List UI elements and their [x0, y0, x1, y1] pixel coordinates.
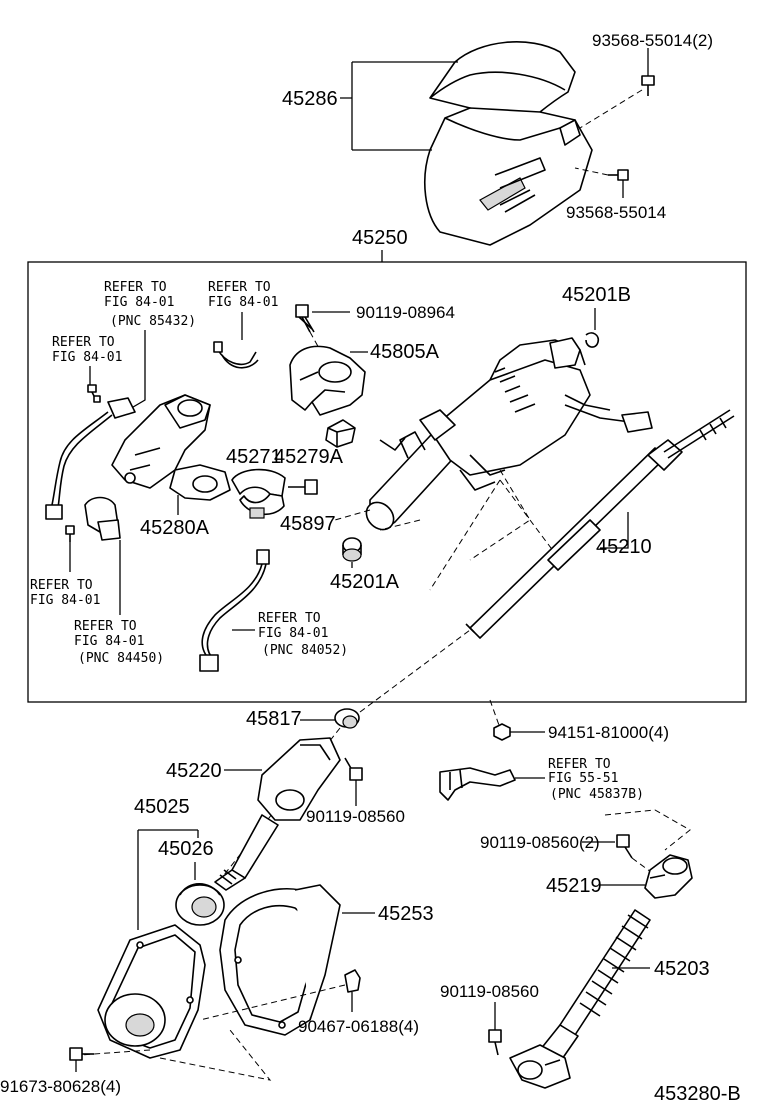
steering-column-upper	[365, 337, 653, 531]
label-45201A: 45201A	[330, 571, 400, 593]
bolt-90119-08560-b	[488, 1029, 502, 1056]
ignition-lock-housing	[111, 394, 231, 501]
label-45250: 45250	[352, 227, 408, 249]
label-45203: 45203	[654, 958, 710, 980]
label-45220: 45220	[166, 760, 222, 782]
refer-1-line2: FIG 84-01	[104, 295, 174, 310]
label-45201B: 45201B	[562, 284, 631, 306]
label-91673-80628-4: 91673-80628(4)	[0, 1077, 121, 1096]
refer-7-line3: (PNC 45837B)	[550, 787, 644, 802]
label-90467-06188-4: 90467-06188(4)	[298, 1017, 419, 1036]
clip-harness	[213, 341, 259, 369]
refer-7-line1: REFER TO	[548, 757, 611, 772]
key-interlock-piece	[84, 496, 121, 541]
bolt-90119-08964	[295, 304, 315, 333]
clip-90467	[344, 969, 361, 993]
screw-small-left-2	[65, 525, 75, 542]
assembly-box-45250	[27, 261, 747, 703]
column-clamp-45271	[231, 468, 286, 519]
intermediate-shaft-45220	[214, 737, 341, 891]
label-45219: 45219	[546, 875, 602, 897]
screw-small-left	[87, 384, 101, 403]
grommet-45026	[175, 882, 225, 926]
refer-6-line1: REFER TO	[258, 611, 321, 626]
bolt-45897	[288, 479, 318, 495]
bolt-90119-08560-2	[616, 834, 633, 859]
refer-4-line2: FIG 84-01	[30, 593, 100, 608]
boot-45025	[97, 924, 206, 1059]
screw-93568-top	[641, 75, 655, 96]
label-90119-08560-a: 90119-08560	[306, 807, 405, 826]
refer-4-line1: REFER TO	[30, 578, 93, 593]
figure-id: 453280-B	[654, 1083, 741, 1105]
column-cover-drawing	[424, 41, 593, 246]
label-45025: 45025	[134, 796, 190, 818]
screw-91673	[69, 1047, 94, 1061]
refer-6-line3: (PNC 84052)	[262, 643, 348, 658]
refer-5-line2: FIG 84-01	[74, 634, 144, 649]
refer-3-line1: REFER TO	[52, 335, 115, 350]
label-45253: 45253	[378, 903, 434, 925]
label-45279A: 45279A	[274, 446, 344, 468]
label-93568-55014-2: 93568-55014(2)	[592, 31, 713, 50]
refer-5-line1: REFER TO	[74, 619, 137, 634]
label-90119-08964: 90119-08964	[356, 303, 455, 322]
label-94151-81000-4: 94151-81000(4)	[548, 723, 669, 742]
label-90119-08560-2: 90119-08560(2)	[480, 833, 600, 852]
screw-93568-side	[608, 169, 629, 181]
main-shaft-45210	[465, 409, 735, 639]
bushing-45201A	[342, 537, 362, 562]
refer-1-line1: REFER TO	[104, 280, 167, 295]
refer-2-line2: FIG 84-01	[208, 295, 278, 310]
label-45897: 45897	[280, 513, 336, 535]
refer-1-line3: (PNC 85432)	[110, 314, 196, 329]
joint-45219	[644, 854, 693, 899]
bracket-45805A	[289, 345, 366, 416]
refer-2-line1: REFER TO	[208, 280, 271, 295]
gasket-45253	[219, 884, 341, 1036]
label-45286: 45286	[282, 88, 338, 110]
clip-45201B	[585, 332, 600, 348]
label-45271: 45271	[226, 446, 282, 468]
spacer-45279A	[325, 419, 356, 448]
refer-7-line2: FIG 55-51	[548, 771, 618, 786]
refer-3-line2: FIG 84-01	[52, 350, 122, 365]
bracket-45837B	[439, 767, 516, 801]
label-45817: 45817	[246, 708, 302, 730]
bolt-90119-08560-a	[344, 757, 363, 781]
label-45026: 45026	[158, 838, 214, 860]
switch-sensor-wire	[45, 397, 136, 520]
leader-45286	[340, 61, 458, 151]
label-93568-55014: 93568-55014	[566, 203, 666, 222]
sensor-wire-84052	[199, 549, 270, 672]
bushing-45817	[334, 708, 360, 729]
refer-5-line3: (PNC 84450)	[78, 651, 164, 666]
nut-94151	[493, 723, 511, 741]
label-45280A: 45280A	[140, 517, 210, 539]
lower-shaft-45203	[509, 909, 651, 1089]
label-45805A: 45805A	[370, 341, 440, 363]
label-90119-08560-b: 90119-08560	[440, 982, 539, 1001]
label-45210: 45210	[596, 536, 652, 558]
refer-6-line2: FIG 84-01	[258, 626, 328, 641]
